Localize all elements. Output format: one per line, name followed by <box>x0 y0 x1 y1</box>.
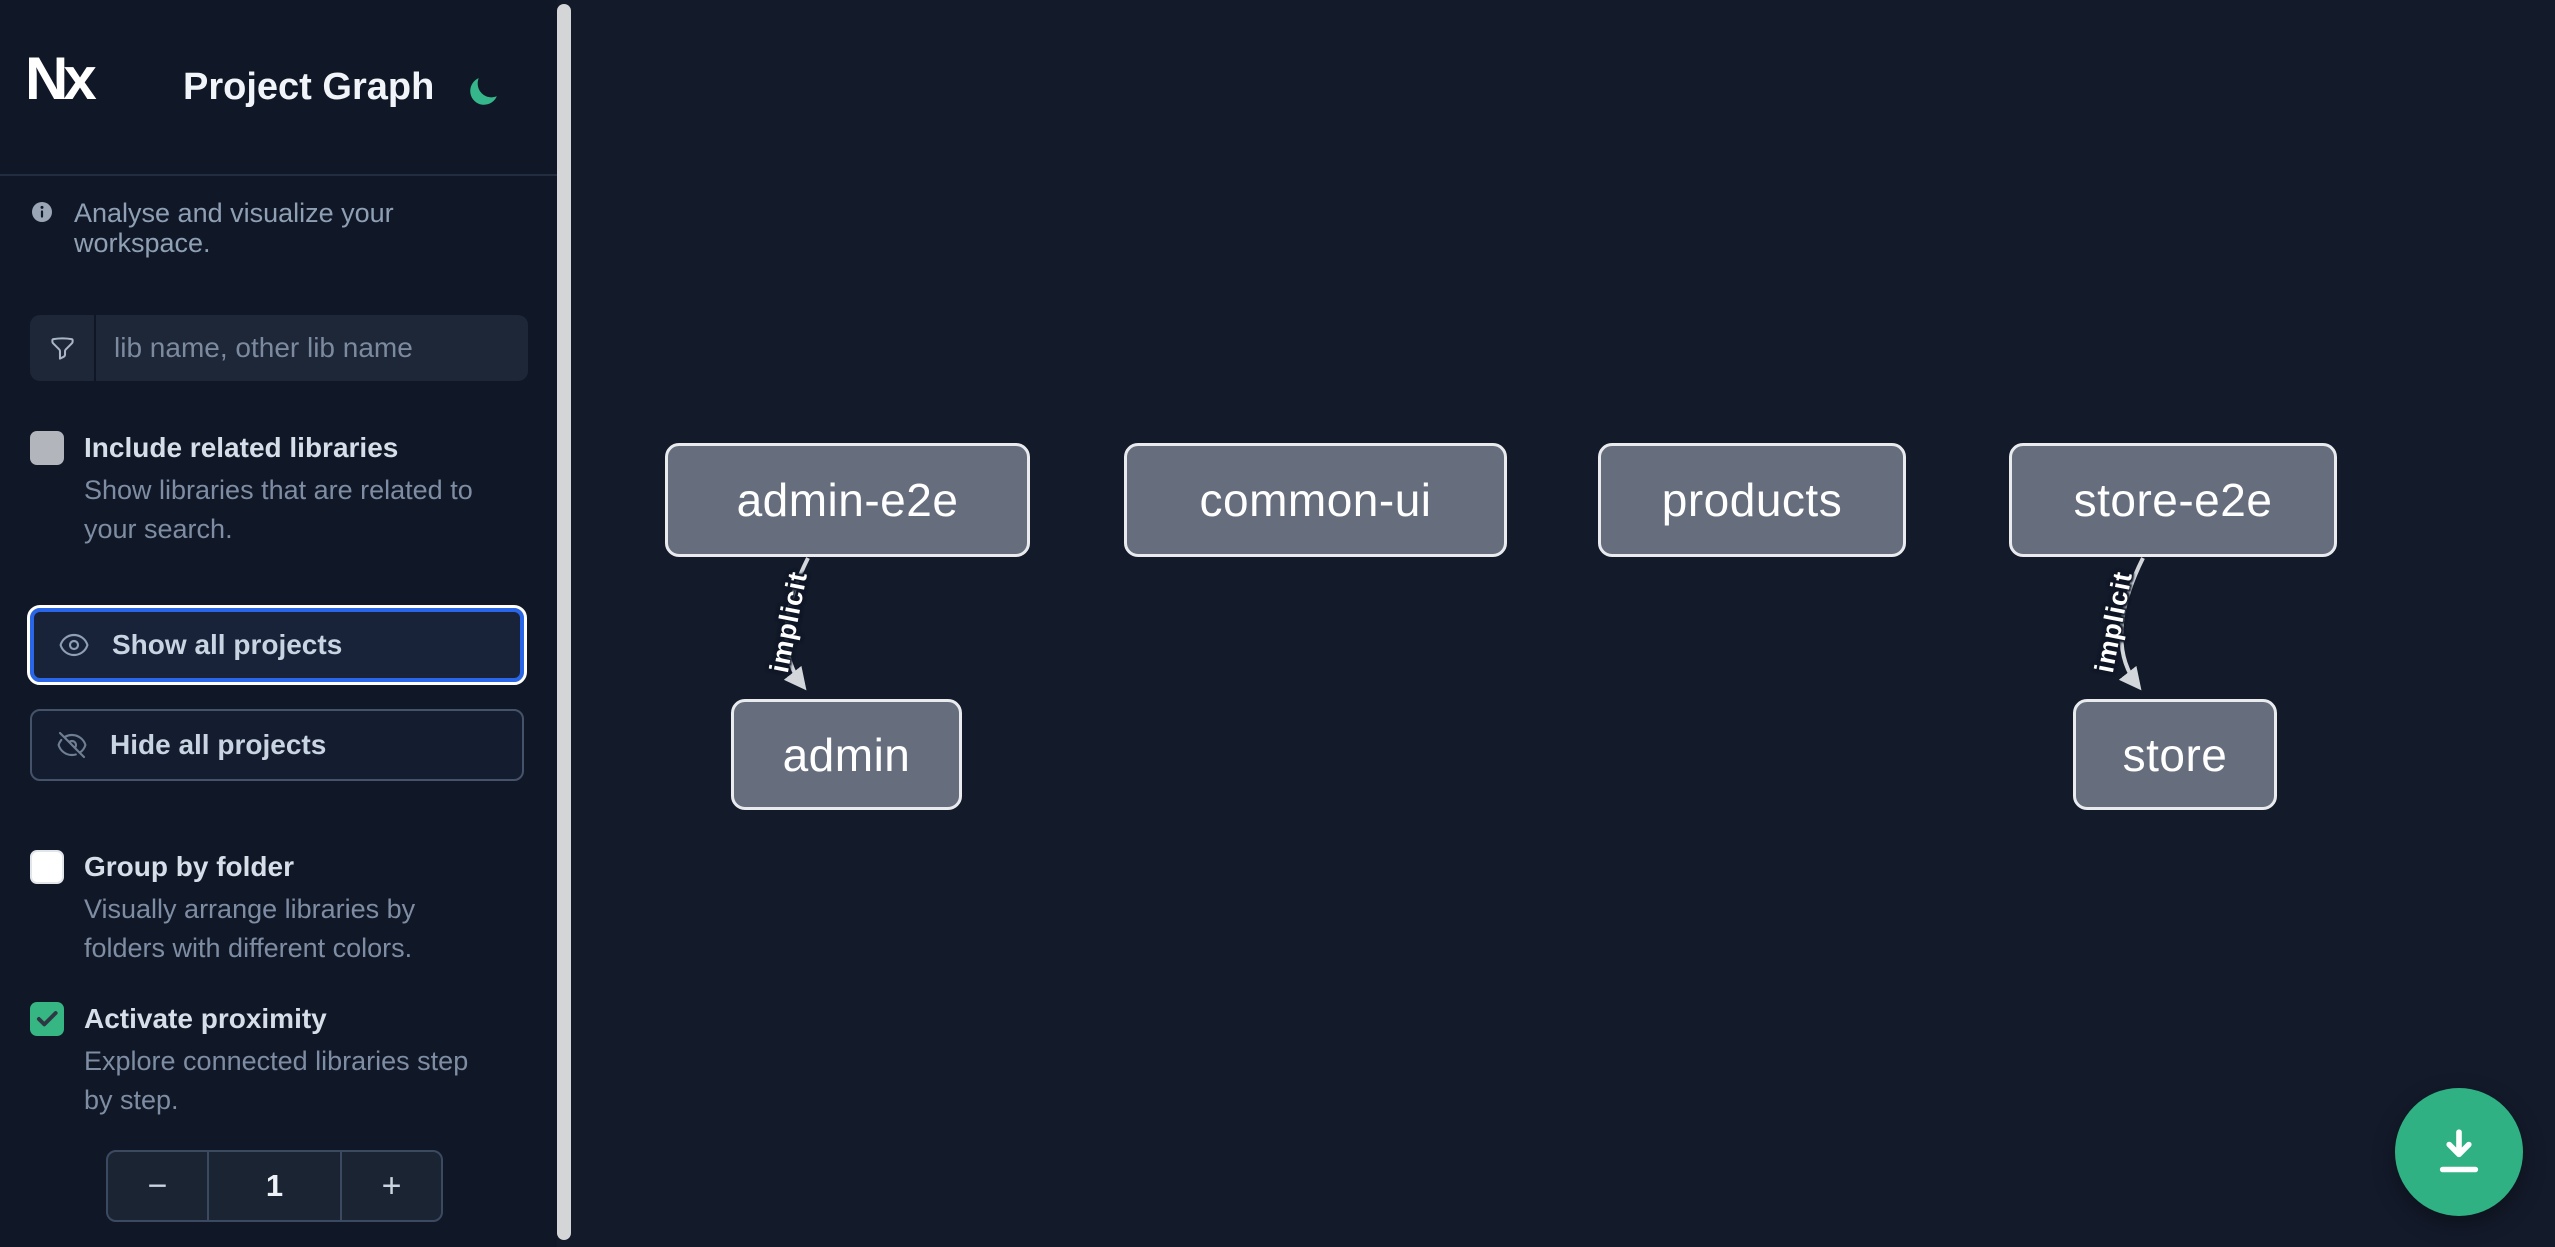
option-description: Explore connected libraries step by step… <box>84 1046 469 1115</box>
theme-toggle-button[interactable] <box>466 70 510 114</box>
eye-icon <box>58 629 90 661</box>
option-group-by-folder[interactable]: Group by folder Visually arrange librari… <box>30 849 510 968</box>
project-node-store-e2e[interactable]: store-e2e <box>2009 443 2337 557</box>
download-icon <box>2431 1124 2487 1180</box>
sidebar-header: Nx Project Graph <box>0 0 557 176</box>
workspace-tagline: Analyse and visualize your workspace. <box>30 198 530 258</box>
proximity-depth-stepper: − 1 + <box>106 1150 443 1222</box>
proximity-depth-value[interactable]: 1 <box>207 1152 342 1220</box>
search-box <box>30 315 528 381</box>
sidebar-scrollbar[interactable] <box>557 4 571 1240</box>
project-node-store[interactable]: store <box>2073 699 2277 810</box>
info-icon <box>30 198 54 224</box>
project-node-admin[interactable]: admin <box>731 699 962 810</box>
moon-icon <box>466 75 510 109</box>
option-activate-proximity[interactable]: Activate proximity Explore connected lib… <box>30 1001 510 1120</box>
checkmark-icon <box>34 1006 60 1032</box>
project-node-products[interactable]: products <box>1598 443 1906 557</box>
checkbox-activate-proximity[interactable] <box>30 1002 64 1036</box>
option-label: Group by folder <box>84 851 294 882</box>
project-node-common-ui[interactable]: common-ui <box>1124 443 1507 557</box>
hide-all-projects-button[interactable]: Hide all projects <box>30 709 524 781</box>
sidebar: Nx Project Graph Analyse and visualize y… <box>0 0 557 1247</box>
option-label: Activate proximity <box>84 1003 327 1034</box>
edge-admin-e2e-to-admin <box>783 557 810 691</box>
project-node-admin-e2e[interactable]: admin-e2e <box>665 443 1030 557</box>
option-include-related-libraries[interactable]: Include related libraries Show libraries… <box>30 430 510 549</box>
show-all-projects-button[interactable]: Show all projects <box>27 605 527 685</box>
nx-logo: Nx <box>25 45 97 112</box>
checkbox-include-related-libraries[interactable] <box>30 431 64 465</box>
search-input[interactable] <box>96 315 528 381</box>
decrement-button[interactable]: − <box>108 1152 207 1220</box>
eye-slash-icon <box>56 729 88 761</box>
download-graph-button[interactable] <box>2395 1088 2523 1216</box>
tagline-text: Analyse and visualize your workspace. <box>74 198 394 258</box>
option-description: Show libraries that are related to your … <box>84 475 473 544</box>
filter-icon <box>30 315 96 381</box>
increment-button[interactable]: + <box>342 1152 441 1220</box>
button-label: Hide all projects <box>110 729 327 760</box>
option-description: Visually arrange libraries by folders wi… <box>84 894 416 963</box>
button-label: Show all projects <box>112 629 343 660</box>
page-title: Project Graph <box>183 66 435 108</box>
option-label: Include related libraries <box>84 432 399 463</box>
edge-store-e2e-to-store <box>2118 557 2145 691</box>
checkbox-group-by-folder[interactable] <box>30 850 64 884</box>
